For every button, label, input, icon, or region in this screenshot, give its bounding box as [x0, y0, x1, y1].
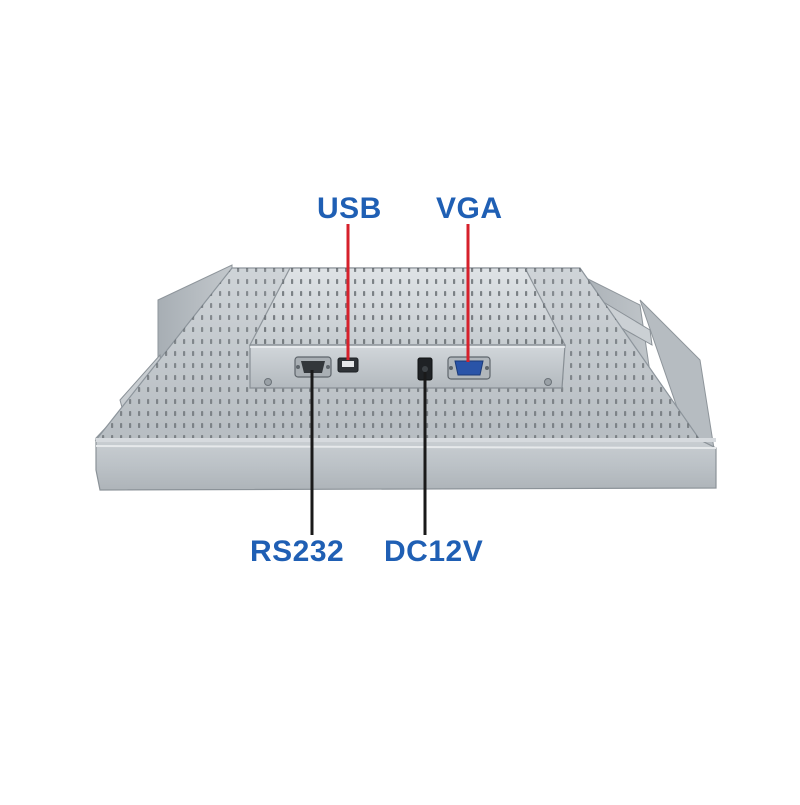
vga-port — [447, 356, 491, 380]
vga-callout-label: VGA — [436, 192, 503, 225]
leader-lines — [310, 224, 470, 535]
driver-board-cover — [249, 267, 566, 389]
rs232-callout-label: RS232 — [250, 535, 345, 568]
rs232-port — [294, 356, 332, 378]
usb-callout-label: USB — [317, 192, 382, 225]
usb-port — [337, 357, 359, 373]
dc12v-callout-label: DC12V — [384, 535, 484, 568]
front-frame-edge — [95, 438, 717, 491]
